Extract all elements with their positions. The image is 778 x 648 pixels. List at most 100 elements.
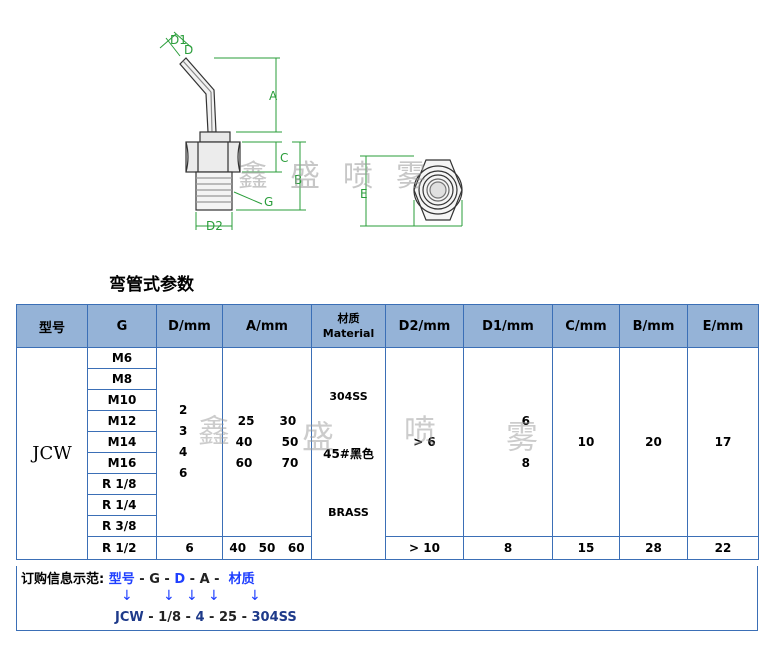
order-example: 订购信息示范: 型号 - G - D - A - 材质 ↓ ↓ ↓ ↓ ↓ JC…	[16, 566, 758, 631]
a-row: 60 70	[223, 453, 311, 474]
header-d1: D1/mm	[463, 304, 553, 348]
side-view	[179, 57, 241, 211]
a-value: 70	[281, 455, 299, 470]
order-part: 25	[218, 610, 238, 625]
table-row: M14	[17, 431, 759, 453]
dim-label-a: A	[269, 89, 278, 103]
g-cell: R 1/2	[87, 536, 157, 560]
a-row: 25 30	[223, 411, 311, 432]
watermark-char: 喷	[343, 159, 373, 194]
order-part: -	[134, 572, 150, 587]
order-pattern-parts: 型号 - G - D - A - 材质	[109, 572, 255, 587]
arrow-icon: ↓	[186, 588, 198, 604]
nozzle-technical-drawing: D1 D A C B G D2 E 鑫 盛 喷 雾	[159, 31, 463, 233]
table-row-last: R 1/2 6 40 50 60 > 10 8 15 28 22	[17, 536, 759, 560]
g-cell: M6	[87, 347, 157, 369]
order-part: JCW	[115, 610, 144, 625]
dim-label-d: D	[184, 43, 193, 57]
a-cell: 25 30 40 50 60 70	[222, 347, 312, 537]
arrow-icon: ↓	[163, 588, 175, 604]
dimension-lines	[159, 31, 463, 230]
g-cell: R 1/8	[87, 473, 157, 495]
model-cell: JCW	[16, 347, 88, 560]
d1-cell: 8	[463, 536, 553, 560]
dim-label-d1: D1	[170, 33, 187, 47]
d-value: 4	[179, 445, 188, 459]
order-part: -	[237, 610, 252, 625]
order-part: 型号	[108, 572, 135, 587]
section-title: 弯管式参数	[109, 275, 194, 295]
dim-label-e: E	[360, 187, 368, 201]
spec-table: 型号 G D/mm A/mm 材质 Material D2/mm D1/mm C…	[16, 304, 759, 560]
drawing-watermark: 鑫 盛 喷 雾	[238, 159, 426, 194]
dim-label-g: G	[264, 195, 273, 209]
table-row: JCW M6 2 3 4 6 25 30	[16, 347, 759, 560]
d-value: 3	[179, 424, 188, 438]
a-cell: 40 50 60	[222, 536, 312, 560]
order-part: 1/8	[158, 610, 182, 625]
order-example-pattern: 订购信息示范: 型号 - G - D - A - 材质	[21, 568, 255, 587]
header-d2: D2/mm	[385, 304, 464, 348]
c-cell: 10	[552, 347, 620, 537]
order-part: -	[185, 572, 200, 587]
dim-label-c: C	[280, 151, 288, 165]
order-part: -	[209, 572, 229, 587]
dim-label-b: B	[294, 173, 302, 187]
header-material-en: Material	[322, 327, 375, 340]
order-example-value: JCW - 1/8 - 4 - 25 - 304SS	[115, 610, 297, 625]
c-cell: 15	[552, 536, 620, 560]
b-cell: 28	[619, 536, 688, 560]
table-row: M10	[17, 389, 759, 411]
material-value: 304SS	[329, 390, 368, 403]
d-cell: 2 3 4 6	[156, 347, 223, 537]
order-part: -	[204, 610, 219, 625]
order-part: 材质	[228, 572, 255, 587]
watermark-char: 鑫	[238, 159, 268, 194]
d2-cell: > 6	[385, 347, 464, 537]
arrow-icon: ↓	[249, 588, 261, 604]
table-row: R 1/4	[17, 494, 759, 516]
material-value: BRASS	[328, 506, 369, 519]
header-material: 材质 Material	[311, 304, 386, 348]
a-value: 30	[279, 413, 297, 428]
d2-cell: > 10	[385, 536, 464, 560]
e-cell: 22	[687, 536, 759, 560]
header-g: G	[87, 304, 157, 348]
arrow-icon: ↓	[208, 588, 220, 604]
g-cell: R 3/8	[87, 515, 157, 537]
a-value: 50	[281, 434, 299, 449]
order-example-prefix: 订购信息示范:	[21, 572, 105, 587]
a-row: 40 50	[223, 432, 311, 453]
d1-value: 6	[521, 413, 530, 428]
g-cell: R 1/4	[87, 494, 157, 516]
table-row: M16	[17, 452, 759, 474]
header-material-cn: 材质	[337, 312, 360, 325]
order-part: 4	[195, 610, 205, 625]
g-cell: M12	[87, 410, 157, 432]
d-value: 2	[179, 403, 188, 417]
order-part: D	[174, 572, 186, 587]
material-cell: 304SS 45#黑色 BRASS	[311, 347, 386, 560]
order-part: G	[149, 572, 160, 587]
a-value: 25	[237, 413, 255, 428]
header-c: C/mm	[552, 304, 620, 348]
order-part: -	[159, 572, 175, 587]
a-value: 60	[235, 455, 253, 470]
watermark-char: 盛	[290, 159, 320, 194]
order-part: -	[143, 610, 159, 625]
d1-cell: 6 8	[463, 347, 553, 537]
b-cell: 20	[619, 347, 688, 537]
order-part: 304SS	[251, 610, 297, 625]
watermark-char: 雾	[396, 159, 426, 194]
g-cell: M16	[87, 452, 157, 474]
header-a: A/mm	[222, 304, 312, 348]
g-cell: M14	[87, 431, 157, 453]
e-cell: 17	[687, 347, 759, 537]
end-view	[413, 159, 463, 221]
order-part: A	[199, 572, 210, 587]
a-value: 40	[235, 434, 253, 449]
d1-value: 8	[521, 455, 530, 470]
header-e: E/mm	[687, 304, 759, 348]
d-value: 6	[179, 466, 188, 480]
header-d: D/mm	[156, 304, 223, 348]
